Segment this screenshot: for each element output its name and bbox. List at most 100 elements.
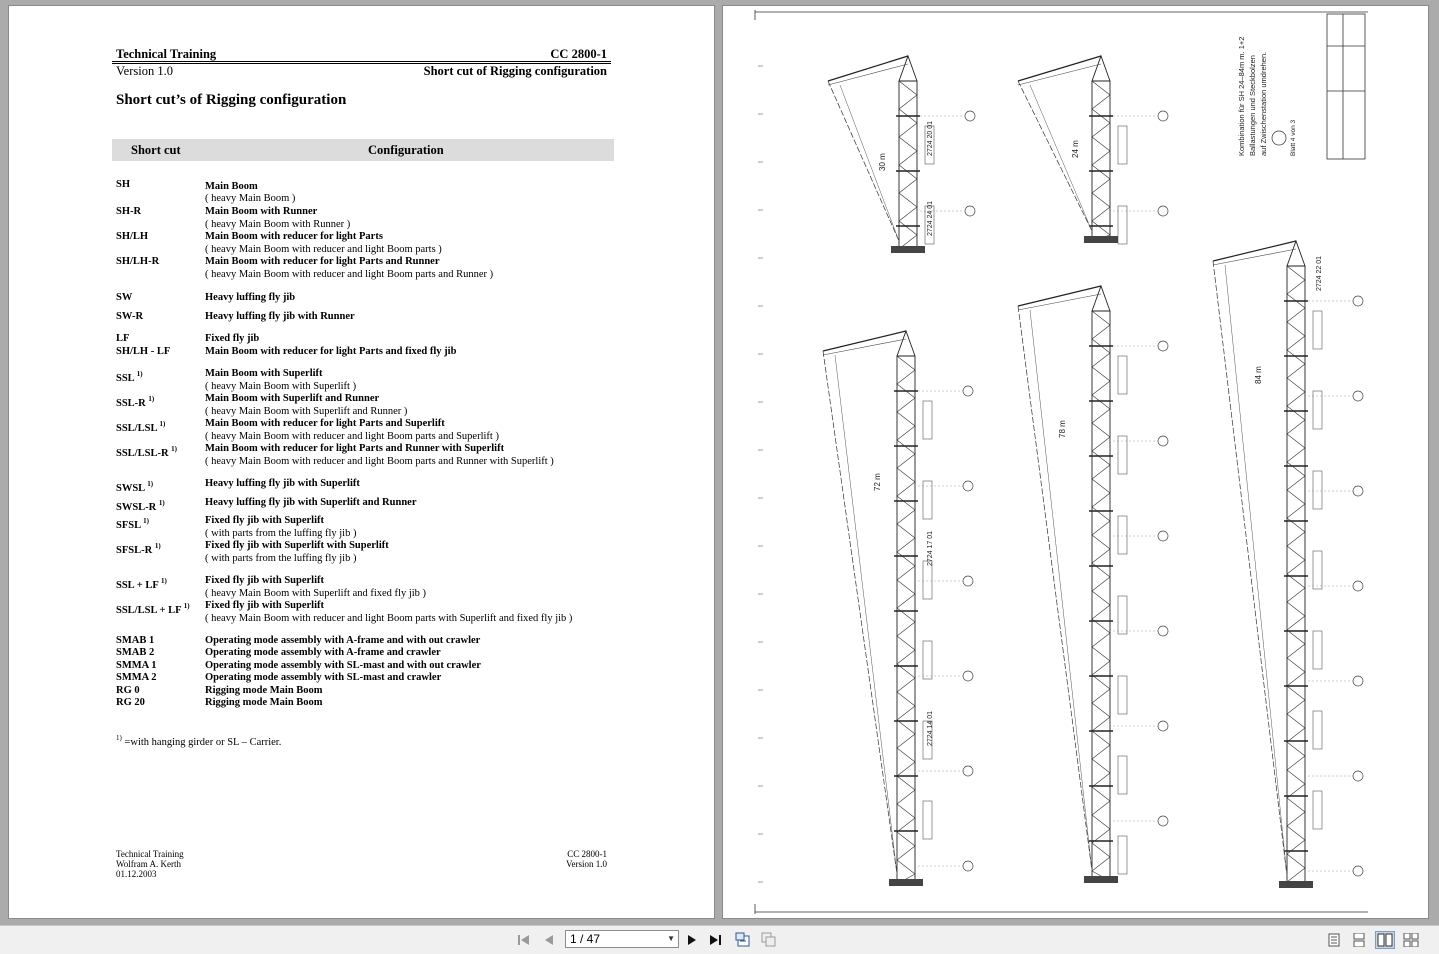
next-page-icon[interactable]: [683, 931, 701, 949]
footnote-marker: 1): [143, 517, 149, 525]
shortcut-code-text: SFSL-R: [116, 545, 153, 556]
shortcut-code-text: SMAB 2: [116, 647, 155, 658]
boom-length-label: 24 m: [1071, 140, 1080, 158]
footer-right: CC 2800-1 Version 1.0: [566, 849, 607, 869]
shortcut-code-text: SWSL: [116, 483, 145, 494]
configuration-text: Main Boom with Superlift: [205, 368, 323, 379]
shortcut-code: SH: [116, 179, 130, 192]
footer-line: Wolfram A. Kerth: [116, 859, 182, 869]
first-page-icon[interactable]: [515, 931, 533, 949]
section-label: 2724 24 01: [927, 201, 934, 236]
two-page-icon[interactable]: [1375, 931, 1395, 949]
shortcut-code: SMMA 1: [116, 660, 157, 673]
shortcut-code-text: SH/LH: [116, 231, 149, 242]
configuration-text: Operating mode assembly with SL-mast and…: [205, 660, 481, 671]
footer-line: Version 1.0: [566, 859, 607, 869]
shortcut-code-text: RG 0: [116, 685, 140, 696]
configuration-subtext: ( heavy Main Boom with reducer and light…: [205, 612, 573, 624]
crane-boom-drawing: 30 m 24 m 72 m 78 m 84 m Kombination für…: [754, 10, 1368, 914]
copy-view-icon[interactable]: [760, 931, 778, 949]
shortcut-code: SSL/LSL 1): [116, 418, 165, 436]
configuration-text: Main Boom with Runner: [205, 206, 318, 217]
shortcut-code-text: LF: [116, 333, 130, 344]
two-page-continuous-icon[interactable]: [1401, 931, 1421, 949]
table-header: Short cut Configuration: [112, 139, 614, 161]
section-label: 2724 20 01: [927, 121, 934, 156]
configuration-text: Heavy luffing fly jib: [205, 292, 296, 303]
configuration-text: Fixed fly jib with Superlift: [205, 575, 325, 586]
shortcut-code-text: SW: [116, 292, 133, 303]
shortcut-code-text: SMMA 1: [116, 660, 157, 671]
header-rule: [112, 63, 611, 64]
footer-line: CC 2800-1: [567, 849, 607, 859]
boom-lattice-group: [758, 54, 1364, 888]
pdf-viewer-toolbar: 1 / 47 ▼: [0, 925, 1439, 954]
shortcut-code: SMAB 2: [116, 647, 154, 660]
configuration-text: Operating mode assembly with SL-mast and…: [205, 672, 442, 683]
prev-page-icon[interactable]: [540, 931, 558, 949]
drawing-note-line: Kombination für SH 24–84m m. 1+2: [1237, 37, 1246, 156]
configuration-text: Rigging mode Main Boom: [205, 697, 323, 708]
shortcut-code-text: SSL/LSL-R: [116, 448, 169, 459]
footnote-text: =with hanging girder or SL – Carrier.: [124, 737, 282, 748]
header-rule: [112, 61, 611, 62]
configuration-text: Main Boom with reducer for light Parts a…: [205, 443, 505, 454]
shortcut-code: SSL/LSL + LF 1): [116, 600, 190, 618]
shortcut-code-text: SSL: [116, 373, 135, 384]
footnote-marker: 1): [159, 420, 166, 428]
shortcut-code: SH-R: [116, 206, 141, 219]
configuration-text: Main Boom with reducer for light Parts a…: [205, 418, 445, 429]
footnote-marker: 1): [154, 542, 161, 550]
configuration-subtext: ( heavy Main Boom with Superlift and Run…: [205, 405, 408, 417]
footnote-marker: 1): [183, 602, 190, 610]
shortcut-code: SWSL-R 1): [116, 497, 165, 515]
configuration-text: Fixed fly jib with Superlift: [205, 600, 325, 611]
configuration-subtext: ( heavy Main Boom with reducer and light…: [205, 268, 494, 280]
configuration-subtext: ( heavy Main Boom with reducer and light…: [205, 243, 442, 255]
shortcut-code: SH/LH-R: [116, 256, 159, 269]
shortcut-code-text: SH-R: [116, 206, 142, 217]
footnote-marker: 1): [136, 370, 143, 378]
column-header-configuration: Configuration: [368, 143, 444, 157]
shortcut-code: SW-R: [116, 311, 143, 324]
shortcut-code-text: SMMA 2: [116, 672, 157, 683]
drawing-note-circle: Blatt 4 von 3: [1290, 119, 1297, 156]
shortcut-code: RG 0: [116, 685, 140, 698]
section-label: 2724 22 01: [1316, 256, 1323, 291]
shortcut-code-text: SSL/LSL + LF: [116, 605, 182, 616]
configuration-text: Operating mode assembly with A-frame and…: [205, 635, 481, 646]
configuration-subtext: ( heavy Main Boom with reducer and light…: [205, 430, 499, 442]
shortcut-code-text: SSL/LSL: [116, 423, 157, 434]
header-left-top: Technical Training: [116, 47, 217, 61]
configuration-subtext: ( heavy Main Boom with Runner ): [205, 218, 351, 230]
footnote-marker: 1): [148, 395, 155, 403]
configuration-text: Main Boom with Superlift and Runner: [205, 393, 380, 404]
section-label: 2724 17 01: [927, 531, 934, 566]
shortcut-code-text: SSL-R: [116, 398, 146, 409]
configuration-text: Main Boom with reducer for light Parts a…: [205, 346, 457, 357]
page-number-input[interactable]: 1 / 47 ▼: [565, 930, 679, 948]
shortcut-code-text: SFSL: [116, 520, 141, 531]
continuous-icon[interactable]: [1349, 931, 1369, 949]
column-header-shortcut: Short cut: [131, 143, 181, 157]
chevron-down-icon[interactable]: ▼: [667, 934, 675, 943]
rotate-view-icon[interactable]: [734, 931, 752, 949]
configuration-text: Rigging mode Main Boom: [205, 685, 323, 696]
drawing-note-line: Ballastungen und Steckbolzen: [1248, 55, 1257, 156]
header-right-bottom: Short cut of Rigging configuration: [423, 64, 607, 78]
configuration-text: Heavy luffing fly jib with Superlift and…: [205, 497, 417, 508]
shortcut-code: SSL 1): [116, 368, 143, 386]
boom-length-label: 30 m: [878, 153, 887, 171]
single-page-icon[interactable]: [1324, 931, 1344, 949]
configuration-text: Main Boom: [205, 181, 258, 192]
footnote: 1) =with hanging girder or SL – Carrier.: [116, 734, 281, 748]
configuration-text: Operating mode assembly with A-frame and…: [205, 647, 441, 658]
footer-left: Technical Training Wolfram A. Kerth 01.1…: [116, 849, 184, 879]
configuration-text: Heavy luffing fly jib with Runner: [205, 311, 355, 322]
shortcut-code-text: SW-R: [116, 311, 144, 322]
last-page-icon[interactable]: [707, 931, 725, 949]
page-indicator: 1 / 47: [570, 932, 601, 946]
document-page-right: 30 m 24 m 72 m 78 m 84 m Kombination für…: [722, 5, 1429, 919]
configuration-subtext: ( heavy Main Boom with Superlift and fix…: [205, 587, 427, 599]
footer-line: 01.12.2003: [116, 869, 157, 879]
